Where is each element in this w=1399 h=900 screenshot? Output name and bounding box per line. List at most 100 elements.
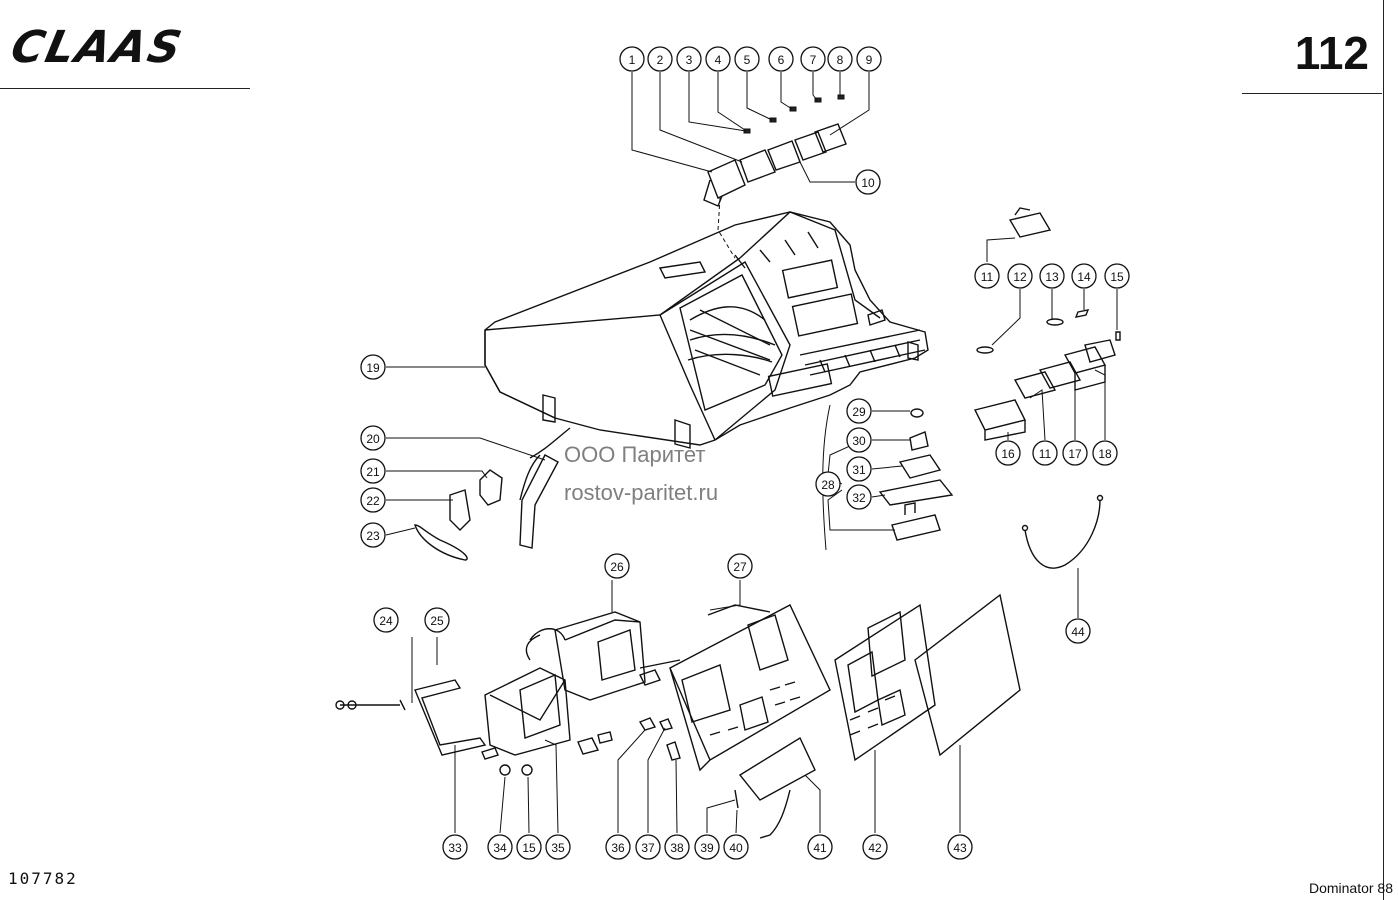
top-switch-row	[703, 94, 847, 259]
callout-circle	[442, 834, 468, 860]
callout-circle	[545, 834, 571, 860]
callout-36: 36	[605, 834, 631, 860]
callout-33: 33	[442, 834, 468, 860]
callout-label: 13	[1045, 270, 1059, 284]
callout-circle	[1032, 440, 1058, 466]
callout-circle	[768, 46, 794, 72]
callout-circle	[1065, 618, 1091, 644]
callout-label: 6	[778, 53, 785, 67]
callout-27: 27	[727, 553, 753, 579]
callout-circle	[694, 834, 720, 860]
callout-3: 3	[676, 46, 702, 72]
callout-38: 38	[664, 834, 690, 860]
callout-circle	[846, 484, 872, 510]
callout-circle	[846, 427, 872, 453]
model-name: Dominator 88	[1308, 880, 1393, 896]
callout-circle	[1104, 263, 1130, 289]
callout-11: 11	[1032, 440, 1058, 466]
callout-circle	[647, 46, 673, 72]
callout-label: 33	[448, 841, 462, 855]
callout-label: 24	[379, 614, 393, 628]
callout-label: 39	[700, 841, 714, 855]
callout-12: 12	[1007, 263, 1033, 289]
frame-right-edge	[1383, 0, 1384, 900]
watermark-url: rostov-paritet.ru	[564, 480, 719, 505]
right-switch-group	[973, 207, 1121, 441]
callout-26: 26	[604, 553, 630, 579]
callout-label: 36	[611, 841, 625, 855]
callout-circle	[800, 46, 826, 72]
callout-circle	[664, 834, 690, 860]
callout-circle	[487, 834, 513, 860]
callout-circle	[855, 169, 881, 195]
callout-label: 37	[641, 841, 655, 855]
callout-2: 2	[647, 46, 673, 72]
page-number: 112	[1294, 27, 1369, 79]
callout-circle	[1007, 263, 1033, 289]
callout-label: 35	[551, 841, 565, 855]
callout-circle	[360, 487, 386, 513]
callout-label: 19	[366, 361, 380, 375]
callout-label: 10	[861, 176, 875, 190]
callout-31: 31	[846, 456, 872, 482]
callout-label: 3	[686, 53, 693, 67]
lower-instrument-assembly	[335, 593, 1021, 839]
callout-label: 26	[610, 560, 624, 574]
callout-32: 32	[846, 484, 872, 510]
callout-circle	[360, 354, 386, 380]
callout-label: 14	[1077, 270, 1091, 284]
callout-18: 18	[1092, 440, 1118, 466]
callout-23: 23	[360, 522, 386, 548]
callout-label: 31	[852, 463, 866, 477]
callout-circle	[815, 471, 841, 497]
callout-34: 34	[487, 834, 513, 860]
wire-assembly	[1021, 494, 1104, 569]
callout-circle	[846, 398, 872, 424]
callout-label: 15	[1110, 270, 1124, 284]
callout-label: 34	[493, 841, 507, 855]
callout-35: 35	[545, 834, 571, 860]
callout-label: 23	[366, 529, 380, 543]
callout-circle	[360, 522, 386, 548]
callout-circle	[974, 263, 1000, 289]
callout-label: 38	[670, 841, 684, 855]
callout-label: 25	[430, 614, 444, 628]
callout-22: 22	[360, 487, 386, 513]
callout-37: 37	[635, 834, 661, 860]
callout-6: 6	[768, 46, 794, 72]
callout-label: 32	[852, 491, 866, 505]
drawing-number: 107782	[8, 869, 78, 888]
leader-lines	[385, 72, 1118, 834]
callout-15: 15	[516, 834, 542, 860]
callout-circle	[1071, 263, 1097, 289]
header-rule-right	[1242, 93, 1382, 94]
callout-44: 44	[1065, 618, 1091, 644]
callout-circle	[723, 834, 749, 860]
callout-42: 42	[862, 834, 888, 860]
callout-label: 27	[733, 560, 747, 574]
callout-circle	[862, 834, 888, 860]
callout-circle	[424, 607, 450, 633]
callout-label: 1	[629, 53, 636, 67]
callout-label: 18	[1098, 447, 1112, 461]
watermark-company: ООО Паритет	[564, 442, 706, 467]
callout-24: 24	[373, 607, 399, 633]
callout-label: 11	[981, 270, 994, 284]
callout-circle	[360, 458, 386, 484]
callout-label: 20	[366, 432, 380, 446]
callout-43: 43	[947, 834, 973, 860]
callout-7: 7	[800, 46, 826, 72]
callout-label: 41	[813, 841, 827, 855]
callout-11: 11	[974, 263, 1000, 289]
callout-30: 30	[846, 427, 872, 453]
callout-label: 29	[852, 405, 866, 419]
callout-label: 15	[522, 841, 536, 855]
callout-label: 40	[729, 841, 743, 855]
callout-5: 5	[734, 46, 760, 72]
callout-circle	[807, 834, 833, 860]
callout-label: 11	[1039, 447, 1052, 461]
callout-circle	[995, 440, 1021, 466]
callout-19: 19	[360, 354, 386, 380]
